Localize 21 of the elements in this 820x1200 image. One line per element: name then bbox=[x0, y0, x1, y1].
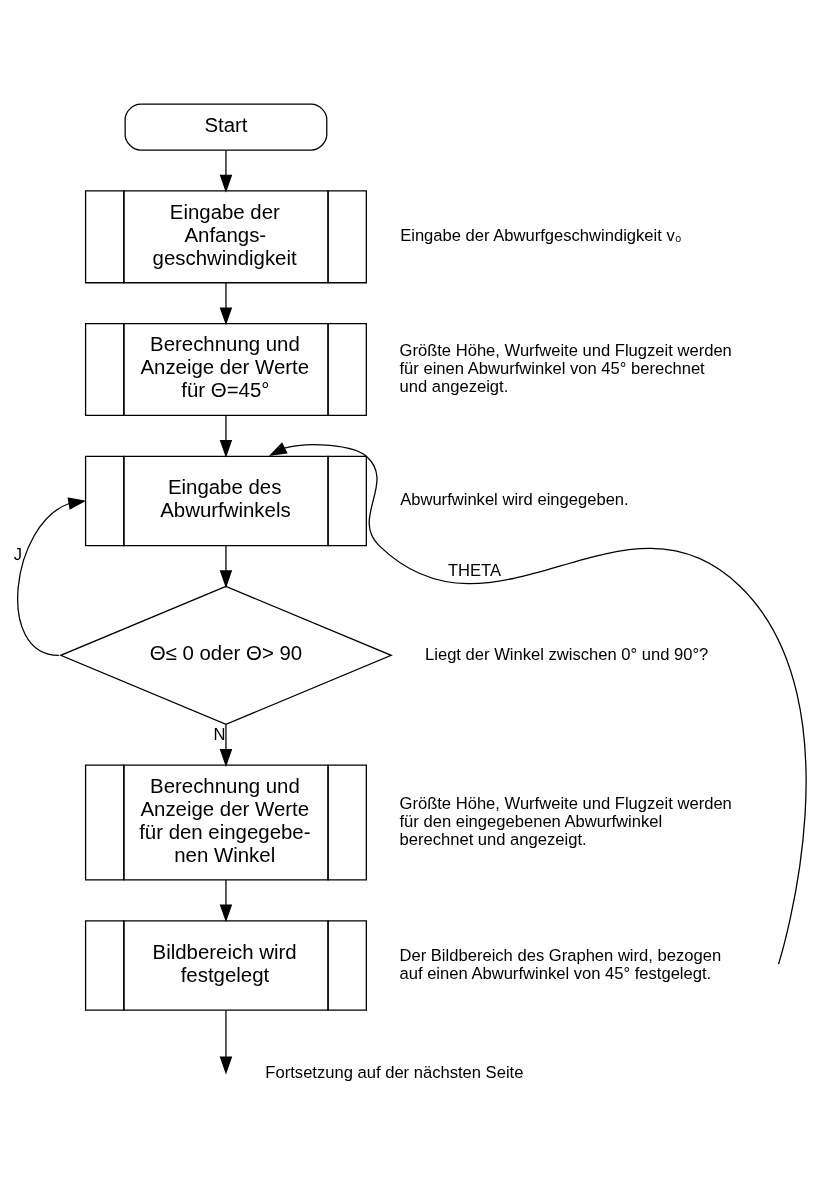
node-label: Abwurfwinkel wird eingegeben. bbox=[400, 489, 629, 509]
arrow bbox=[219, 414, 233, 458]
edge-label: THETA bbox=[447, 560, 502, 580]
edge-label: N bbox=[213, 724, 226, 744]
label: Fortsetzung auf der nächsten Seite bbox=[265, 1062, 524, 1082]
node-label: Liegt der Winkel zwischen 0° und 90°? bbox=[425, 644, 709, 664]
arrow bbox=[17, 496, 87, 656]
arrow bbox=[219, 878, 233, 922]
arrow bbox=[219, 1009, 233, 1074]
node-diamond: Θ≤ 0 oder Θ> 90 bbox=[59, 585, 393, 725]
arrow bbox=[219, 544, 233, 588]
edge-label: J bbox=[13, 544, 23, 564]
node-label: Größte Höhe, Wurfweite und Flugzeit werden für einen Abwurfwinkel von 45° berechnet und angezeigt. bbox=[399, 340, 732, 396]
node-label: Eingabe der Abwurfgeschwindigkeit v₀ bbox=[400, 225, 682, 245]
arrow bbox=[219, 149, 233, 193]
node-label: Der Bildbereich des Graphen wird, bezogen auf einen Abwurfwinkel von 45° festgelegt. bbox=[399, 945, 722, 983]
node-label: Größte Höhe, Wurfweite und Flugzeit werden für den eingegebenen Abwurfwinkel berechnet und angezeigt. bbox=[399, 793, 732, 849]
arrow bbox=[268, 441, 807, 965]
node-box: Start bbox=[124, 102, 328, 151]
arrow bbox=[219, 723, 233, 767]
arrow bbox=[219, 281, 233, 325]
